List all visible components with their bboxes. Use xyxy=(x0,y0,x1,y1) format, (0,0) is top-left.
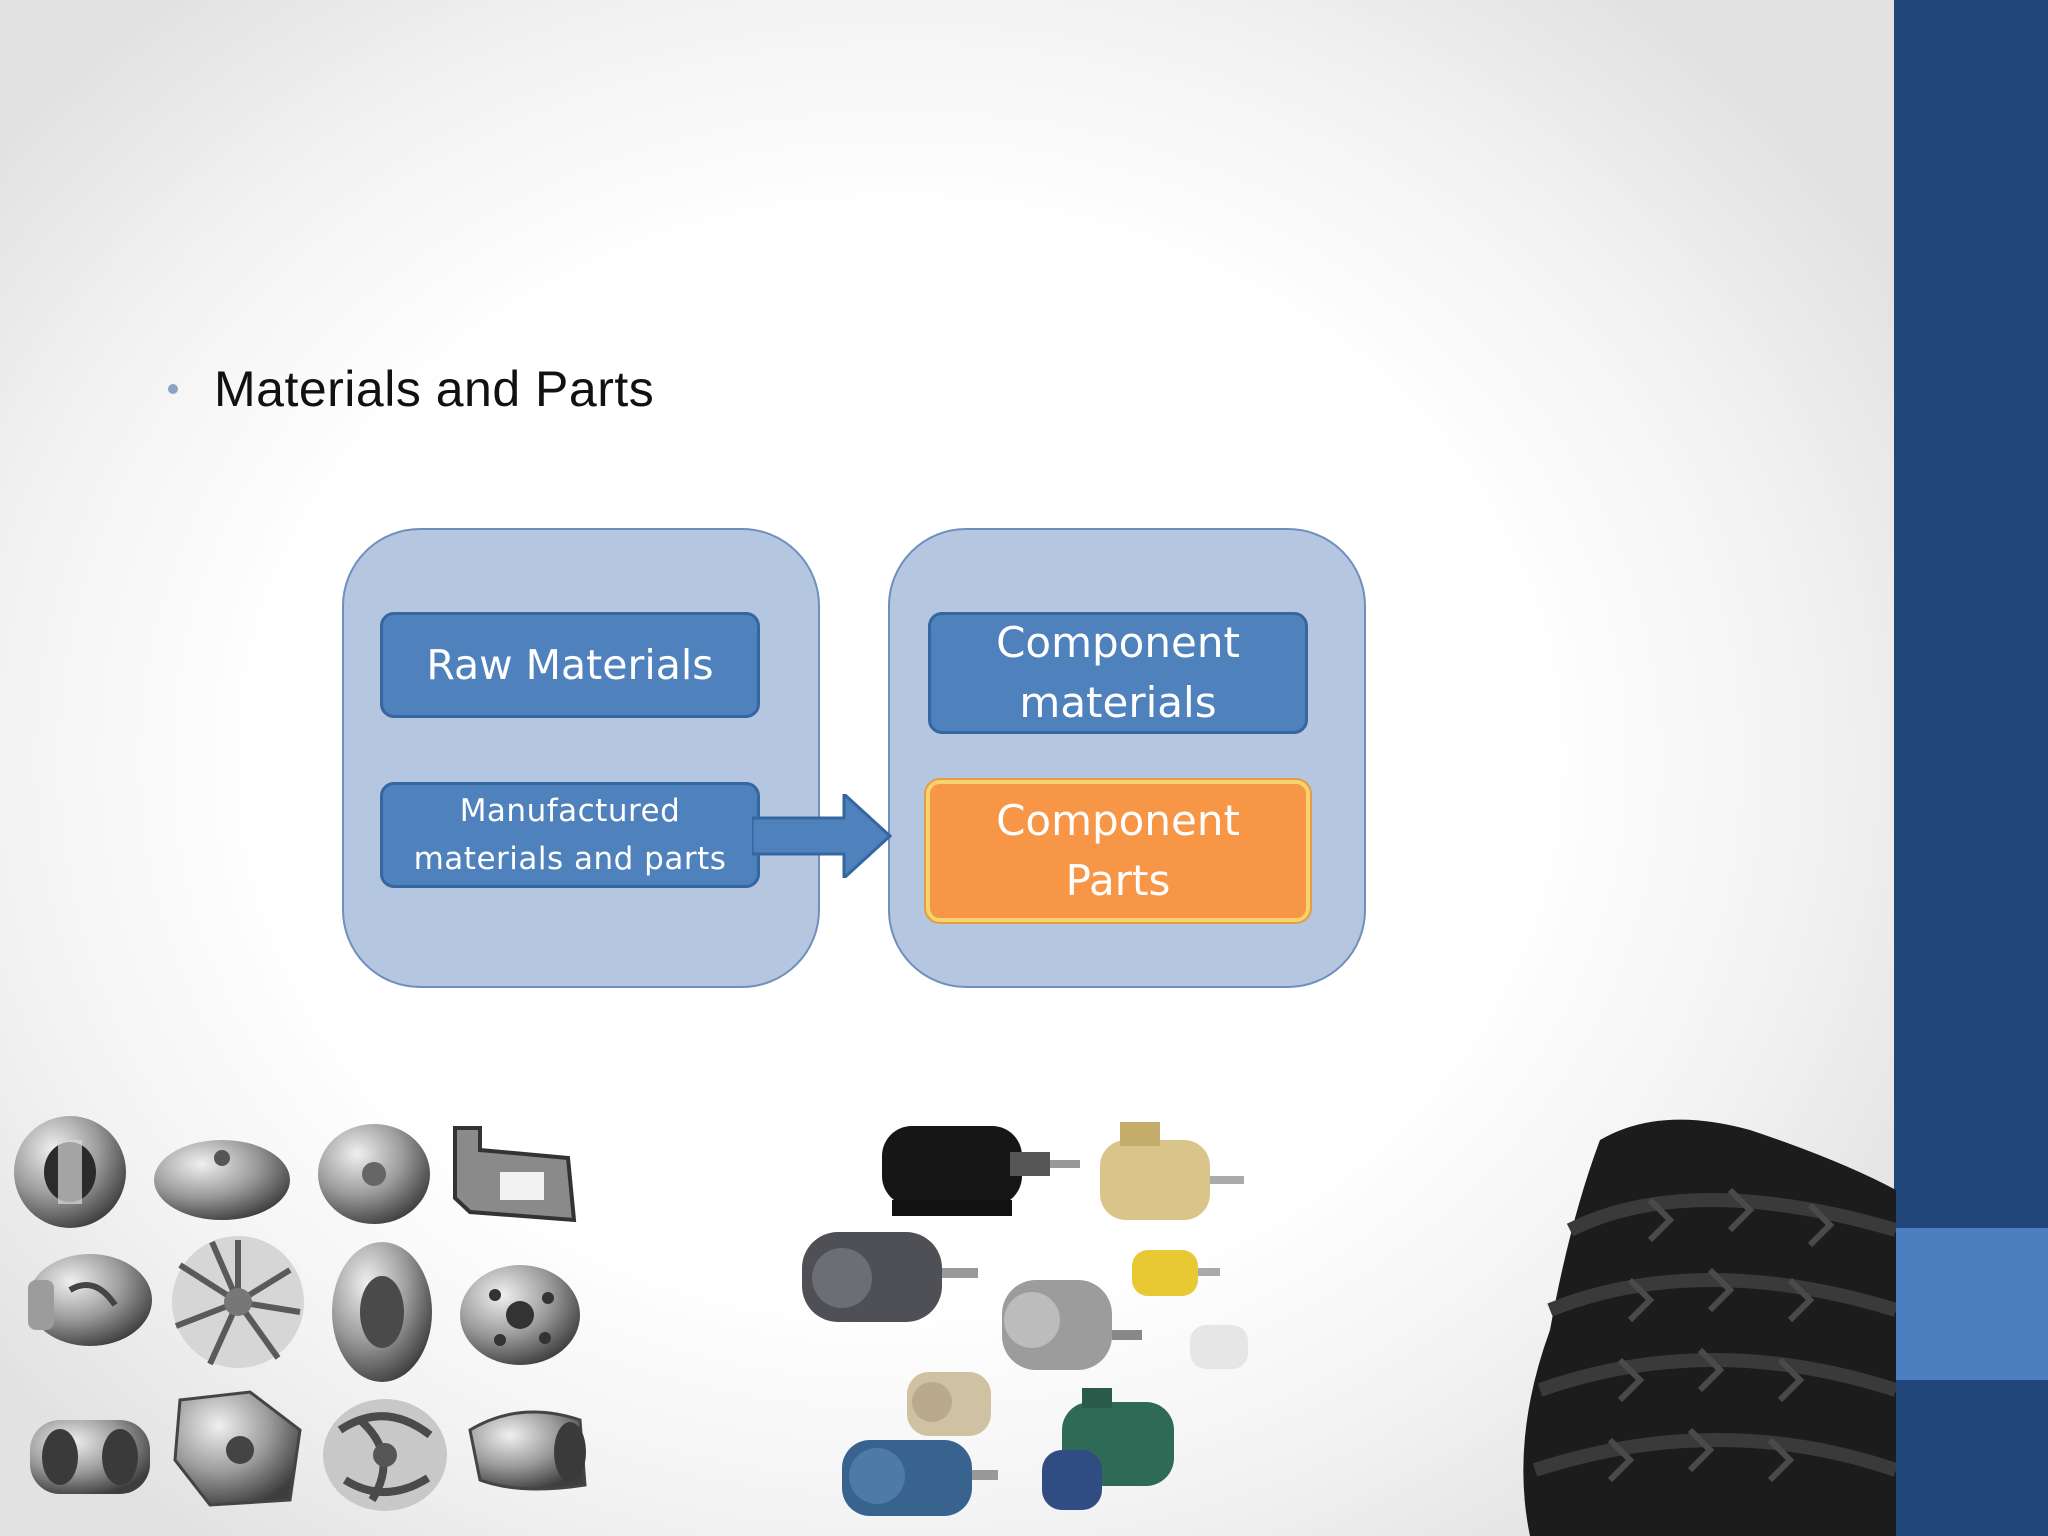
motor-tan xyxy=(1100,1122,1244,1220)
motor-white-small xyxy=(1190,1325,1248,1369)
casting-bracket xyxy=(453,1126,577,1223)
casting-turbine xyxy=(172,1236,304,1368)
manufactured-label-line-2: materials and parts xyxy=(413,841,727,877)
raw-and-manufactured-group xyxy=(342,528,820,988)
motor-silver xyxy=(1002,1280,1142,1370)
manufactured-materials-node: Manufactured materials and parts xyxy=(380,782,760,888)
metal-castings-image xyxy=(14,1116,587,1511)
motor-green xyxy=(1042,1388,1174,1510)
casting-disc xyxy=(318,1124,430,1224)
component-materials-line-1: Component xyxy=(996,618,1240,667)
bullet-item: Materials and Parts xyxy=(168,360,654,418)
casting-cone xyxy=(154,1140,290,1220)
component-materials-node: Component materials xyxy=(928,612,1308,734)
motor-beige xyxy=(907,1372,991,1436)
raw-materials-label: Raw Materials xyxy=(426,641,714,689)
casting-elbow xyxy=(468,1410,587,1491)
casting-pump-volute xyxy=(332,1242,432,1382)
bullet-text: Materials and Parts xyxy=(214,361,655,417)
component-materials-line-2: materials xyxy=(1019,678,1217,727)
casting-pipe-fitting xyxy=(30,1420,150,1494)
bullet-dot-icon xyxy=(168,384,178,394)
casting-valve-body xyxy=(28,1254,152,1346)
manufactured-label-line-1: Manufactured xyxy=(459,793,681,829)
side-band-accent xyxy=(1894,1228,2048,1380)
arrow-shape xyxy=(752,794,892,878)
motor-yellow xyxy=(1132,1250,1220,1296)
motor-black xyxy=(882,1126,1080,1216)
casting-flange xyxy=(460,1265,580,1365)
component-parts-line-2: Parts xyxy=(1065,856,1171,905)
motor-blue xyxy=(842,1440,998,1516)
casting-housing xyxy=(14,1116,126,1228)
right-arrow-icon xyxy=(752,794,892,878)
casting-impeller xyxy=(323,1399,447,1511)
casting-gearbox xyxy=(173,1390,302,1507)
component-parts-node: Component Parts xyxy=(926,780,1310,922)
motor-gray-large xyxy=(802,1232,978,1322)
component-parts-line-1: Component xyxy=(996,796,1240,845)
raw-materials-node: Raw Materials xyxy=(380,612,760,718)
tires-image xyxy=(1523,1119,1896,1536)
tire-stack xyxy=(1523,1119,1896,1536)
electric-motors-image xyxy=(802,1122,1248,1516)
